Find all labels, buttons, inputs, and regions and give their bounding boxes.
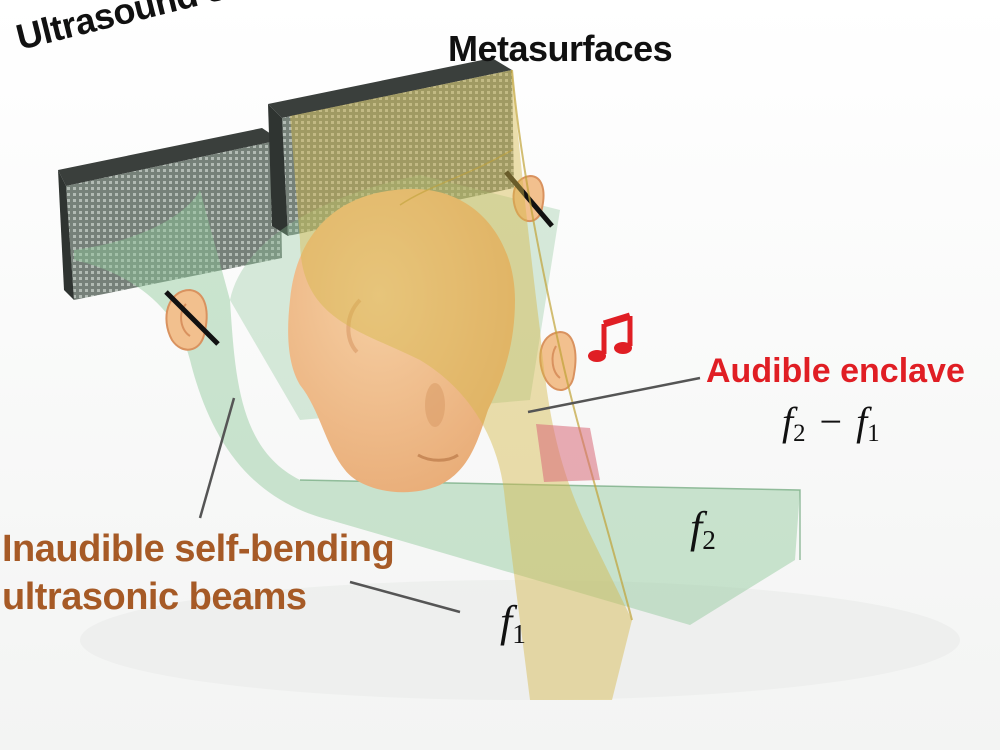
metasurface-array xyxy=(268,58,514,236)
label-f2: f2 xyxy=(690,502,716,556)
audible-enclave-region xyxy=(536,424,600,482)
ear-blocker-left xyxy=(164,290,220,346)
floor-shadow xyxy=(80,580,960,700)
symbol-f: f xyxy=(856,399,868,444)
subscript-2: 2 xyxy=(702,524,716,555)
music-note-icon xyxy=(588,312,633,362)
minus-sign: − xyxy=(819,399,843,444)
label-frequency-difference: f2−f1 xyxy=(782,398,880,448)
leader-beams-lower xyxy=(349,580,461,614)
symbol-f: f xyxy=(690,503,703,552)
yellow-beam xyxy=(290,69,633,700)
label-beams-line-2: ultrasonic beams xyxy=(2,576,307,618)
leader-audible xyxy=(527,376,701,414)
ear-left xyxy=(164,288,220,351)
leader-beams-upper xyxy=(198,397,236,519)
head xyxy=(288,188,515,493)
label-beams-line-1: Inaudible self-bending xyxy=(2,528,395,570)
subscript-1: 1 xyxy=(867,420,880,448)
symbol-f: f xyxy=(500,597,513,646)
subscript-2: 2 xyxy=(793,420,806,448)
label-audible-enclave: Audible enclave xyxy=(706,352,965,390)
label-f1: f1 xyxy=(500,596,526,650)
ultrasound-source-array xyxy=(58,128,282,300)
label-metasurfaces: Metasurfaces xyxy=(448,28,673,69)
subscript-1: 1 xyxy=(512,618,526,649)
symbol-f: f xyxy=(782,399,794,444)
